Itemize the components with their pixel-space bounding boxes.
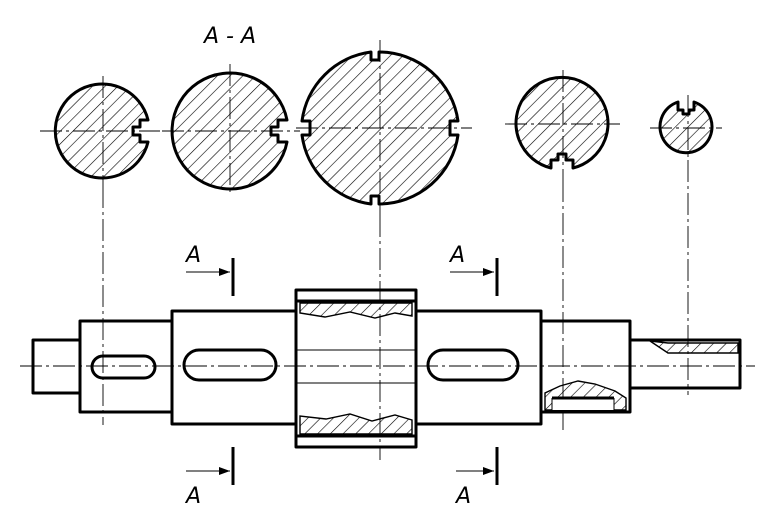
cutting-plane-left — [186, 258, 235, 485]
keyway-slot-3 — [426, 348, 520, 382]
cutting-plane-right — [450, 258, 499, 485]
section-view-4 — [514, 75, 610, 170]
cut-label-bottom-left: A — [184, 484, 201, 509]
cut-label-top-right: A — [448, 243, 465, 268]
keyway-slot-1 — [90, 354, 157, 380]
shaft-main-view — [20, 288, 755, 449]
cut-label-bottom-right: A — [454, 484, 471, 509]
cut-label-top-left: A — [184, 243, 201, 268]
section-views — [40, 40, 722, 215]
section-view-5 — [658, 100, 714, 155]
keyway-slot-2 — [182, 348, 278, 382]
section-title: A - A — [202, 24, 256, 49]
gear — [294, 288, 418, 449]
